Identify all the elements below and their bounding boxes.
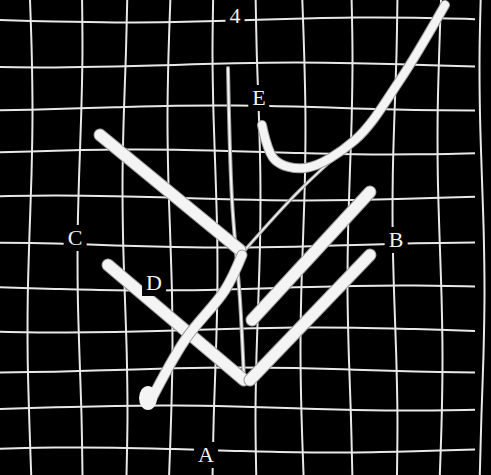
grid-line [0,448,475,453]
grid-line [123,0,128,475]
grid-line [0,196,475,201]
stitches [100,5,445,410]
strand-end [139,386,157,410]
yarn-stitch [252,192,370,320]
grid-line [168,0,173,475]
callout-letter: A [194,442,218,468]
yarn-stitch [100,135,240,250]
grid-line [438,0,443,475]
grid-line [301,0,306,475]
grid-line [0,328,475,333]
callout-letter: E [248,85,269,111]
grid-line [0,150,475,155]
grid-line [0,106,475,111]
yarn-stitch-shadow [250,255,370,380]
grid-line [348,0,353,475]
callout-letter: 4 [226,3,245,29]
grid-line [28,0,33,475]
yarn-stitch-shadow [100,135,240,250]
grid-line [0,406,475,411]
callout-letter: D [142,270,166,296]
yarn-tail-shadow [262,5,445,168]
callout-letter: C [64,225,87,251]
yarn-stitch [250,255,370,380]
grid-line [480,0,485,475]
thin-thread-shadow [228,68,244,380]
yarn-stitch-shadow [252,192,370,320]
thin-thread [228,68,244,380]
callout-letter: B [385,227,408,253]
yarn-tail [262,5,445,168]
